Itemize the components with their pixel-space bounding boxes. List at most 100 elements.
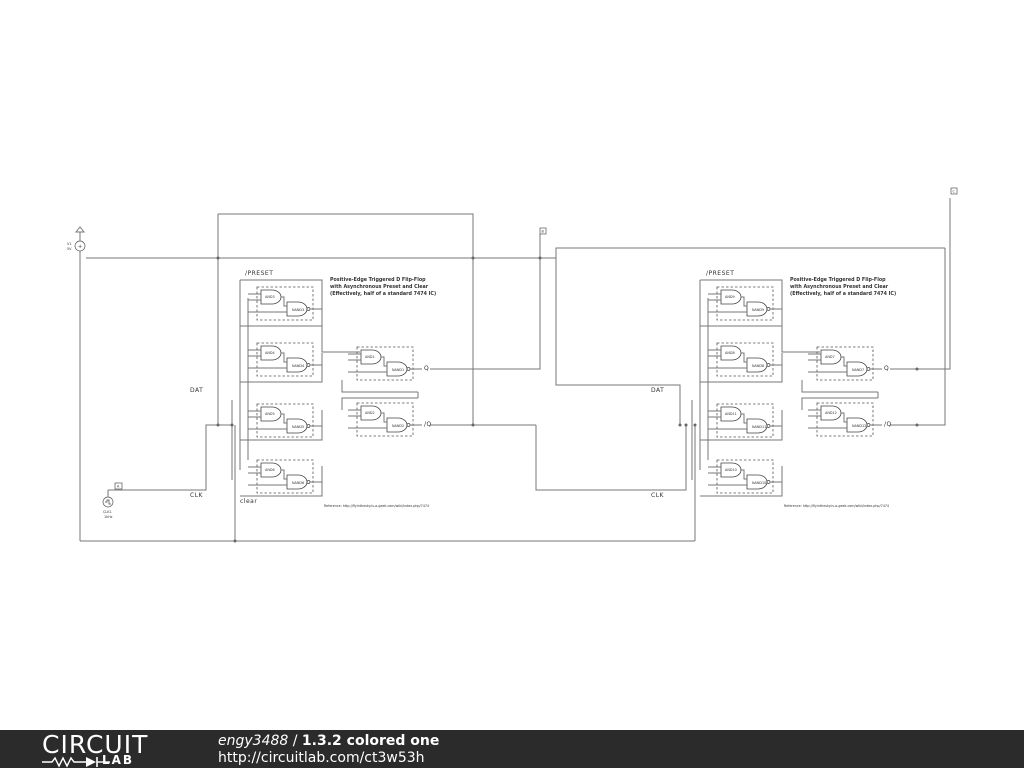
svg-text:C: C xyxy=(953,190,956,194)
v1-value: 5V xyxy=(67,247,72,251)
voltage-source-v1[interactable]: + V1 5V xyxy=(67,226,86,252)
logo-text-circuit: CIRCUIT xyxy=(42,730,149,759)
ff2-gate-wires-4 xyxy=(708,466,782,486)
ff1-nand-gate-label-4: NAND6 xyxy=(292,481,304,485)
ff1-nand-gate-5[interactable] xyxy=(386,361,408,377)
ff1-and-gate-2[interactable] xyxy=(260,345,282,361)
ff2-nand-bubble-4 xyxy=(766,480,771,484)
ff2-clk-label: CLK xyxy=(651,492,665,499)
ff1-nand-gate-label-2: NAND4 xyxy=(292,364,304,368)
resistor-diode-icon xyxy=(42,756,110,768)
ff2-and-gate-5[interactable] xyxy=(820,349,842,365)
clock-source-clk1[interactable]: CLK1 1kHz xyxy=(102,490,114,519)
ff2-gate-box-6 xyxy=(816,402,874,437)
ff2-and-gate-label-6: AND12 xyxy=(825,411,837,415)
ff2-nand-gate-1[interactable] xyxy=(746,301,768,317)
ff1-and-gate-label-5: AND1 xyxy=(365,355,375,359)
probe-a[interactable]: A xyxy=(114,482,123,490)
ff2-reference: Reference: http://flyinthesky.is-a-geek.… xyxy=(784,504,889,508)
ff2-and-gate-3[interactable] xyxy=(720,406,742,422)
ff1-nand-gate-1[interactable] xyxy=(286,301,308,317)
ff1-nand-bubble-2 xyxy=(306,363,311,367)
ff1-and-gate-label-2: AND4 xyxy=(265,351,275,355)
ff1-gate-wires-3 xyxy=(248,410,322,430)
ff1-and-gate-4[interactable] xyxy=(260,462,282,478)
ff1-and-gate-5[interactable] xyxy=(360,349,382,365)
ff2-nand-bubble-3 xyxy=(766,424,771,428)
ff2-and-gate-label-1: AND9 xyxy=(725,295,735,299)
circuit-title: 1.3.2 colored one xyxy=(301,733,440,749)
author-username[interactable]: engy3488 xyxy=(218,733,289,749)
ff2-and-gate-label-5: AND7 xyxy=(825,355,835,359)
circuit-url[interactable]: http://circuitlab.com/ct3w53h xyxy=(218,750,425,766)
ff1-and-gate-1[interactable] xyxy=(260,289,282,305)
ff1-nand-gate-label-5: NAND1 xyxy=(392,368,404,372)
schematic-canvas: + V1 5V CLK1 1kHz A B C /PRESET DAT CLK … xyxy=(67,187,958,543)
ff2-gate-box-5 xyxy=(816,346,874,381)
ff2-and-gate-4[interactable] xyxy=(720,462,742,478)
ff1-gate-wires-4 xyxy=(248,466,322,486)
ff2-nand-gate-4[interactable] xyxy=(746,474,768,490)
ff1-nand-bubble-1 xyxy=(306,307,311,311)
footer-bar: CIRCUIT LAB engy3488 / 1.3.2 colored one… xyxy=(0,730,1024,768)
ff1-gate-box-4 xyxy=(256,459,314,494)
ff1-and-gate-6[interactable] xyxy=(360,405,382,421)
ff1-reference: Reference: http://flyinthesky.is-a-geek.… xyxy=(324,504,429,508)
ff2-nand-gate-5[interactable] xyxy=(846,361,868,377)
clk1-label: CLK1 xyxy=(103,510,112,514)
title-separator: / xyxy=(288,733,302,749)
ff1-nand-bubble-4 xyxy=(306,480,311,484)
ff2-nand-bubble-2 xyxy=(766,363,771,367)
circuitlab-logo[interactable]: CIRCUIT LAB xyxy=(42,730,178,768)
ff2-qbar-label: /Q xyxy=(884,421,892,428)
ff2-nand-bubble-5 xyxy=(866,367,871,371)
ff2-nand-gate-6[interactable] xyxy=(846,417,868,433)
ff1-q-label: Q xyxy=(424,365,429,372)
ff1-nand-gate-4[interactable] xyxy=(286,474,308,490)
ff1-and-gate-label-1: AND3 xyxy=(265,295,275,299)
ff1-nand-gate-label-3: NAND5 xyxy=(292,425,304,429)
ff1-and-gate-label-4: AND6 xyxy=(265,468,275,472)
ff2-and-gate-1[interactable] xyxy=(720,289,742,305)
svg-text:B: B xyxy=(542,230,545,234)
ff1-nand-bubble-5 xyxy=(406,367,411,371)
ff2-nand-gate-2[interactable] xyxy=(746,357,768,373)
ff2-gate-wires-2 xyxy=(708,349,782,369)
probe-c[interactable]: C xyxy=(950,187,958,195)
probe-b[interactable]: B xyxy=(539,227,547,235)
ff1-nand-gate-label-6: NAND2 xyxy=(392,424,404,428)
ff1-dat-label: DAT xyxy=(190,387,203,394)
ff2-nand-gate-label-5: NAND7 xyxy=(852,368,864,372)
ff2-gate-box-1 xyxy=(716,286,774,321)
ff2-nand-gate-label-3: NAND11 xyxy=(752,425,766,429)
ff1-and-gate-3[interactable] xyxy=(260,406,282,422)
ff2-gate-wires-6 xyxy=(808,409,882,429)
ff1-nand-gate-2[interactable] xyxy=(286,357,308,373)
ff1-nand-gate-3[interactable] xyxy=(286,418,308,434)
ff2-nand-gate-3[interactable] xyxy=(746,418,768,434)
ff2-annotation-line3: (Effectively, half of a standard 7474 IC… xyxy=(790,291,896,297)
ff2-and-gate-6[interactable] xyxy=(820,405,842,421)
ff2-gate-wires-5 xyxy=(808,353,882,373)
ff1-qbar-label: /Q xyxy=(424,421,432,428)
ff1-nand-gate-6[interactable] xyxy=(386,417,408,433)
ff2-gate-wires-1 xyxy=(708,293,782,313)
ff1-gate-wires-6 xyxy=(348,409,422,429)
ff1-gate-box-6 xyxy=(356,402,414,437)
ff2-nand-gate-label-4: NAND10 xyxy=(752,481,766,485)
ff2-nand-bubble-1 xyxy=(766,307,771,311)
ff1-preset-label: /PRESET xyxy=(245,270,273,277)
ff2-and-gate-2[interactable] xyxy=(720,345,742,361)
